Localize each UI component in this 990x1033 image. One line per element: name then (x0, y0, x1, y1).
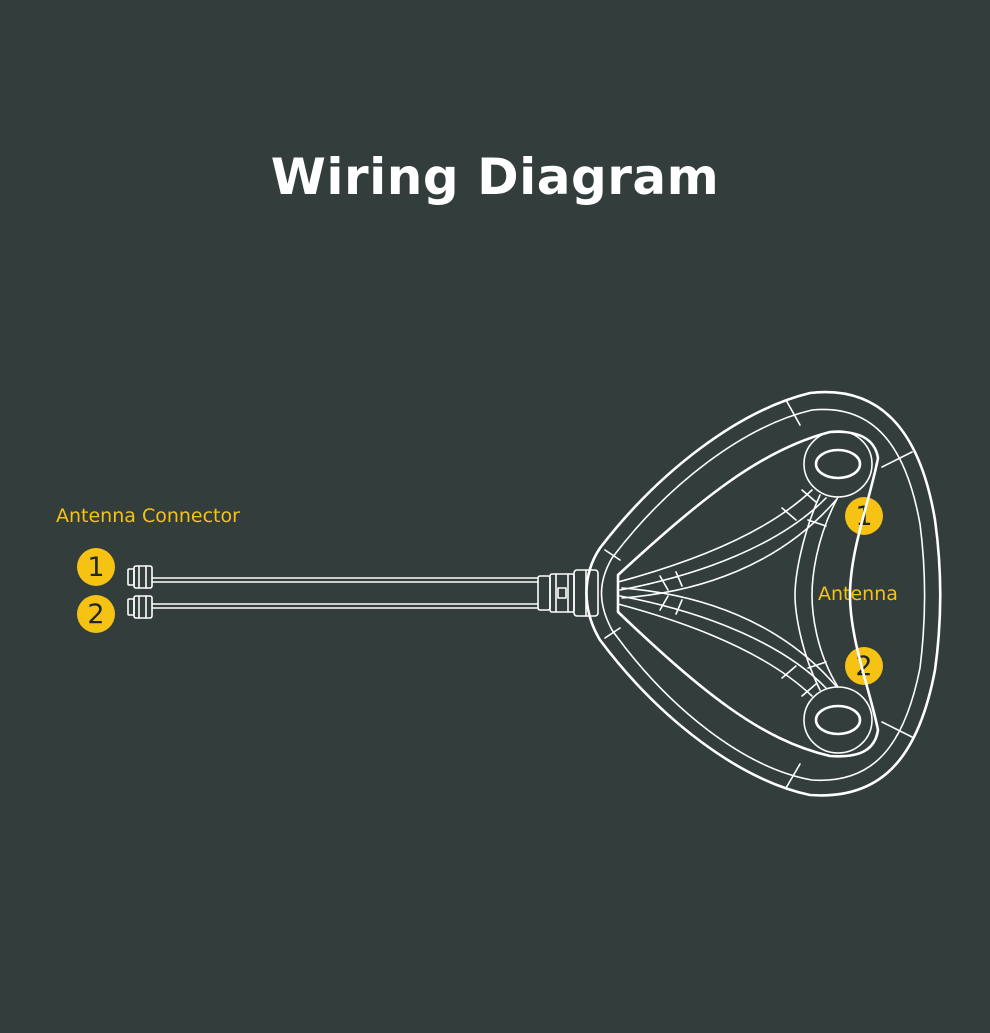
antenna-connector-label: Antenna Connector (56, 505, 240, 527)
connector-badge-1: 1 (77, 548, 115, 586)
page-title: Wiring Diagram (270, 148, 720, 206)
antenna-label: Antenna (818, 583, 898, 605)
connector-plug-1 (127, 565, 153, 589)
antenna-badge-2: 2 (845, 647, 883, 685)
connector-badge-2: 2 (77, 595, 115, 633)
antenna-housing (585, 390, 942, 797)
connector-plug-2 (127, 595, 153, 619)
